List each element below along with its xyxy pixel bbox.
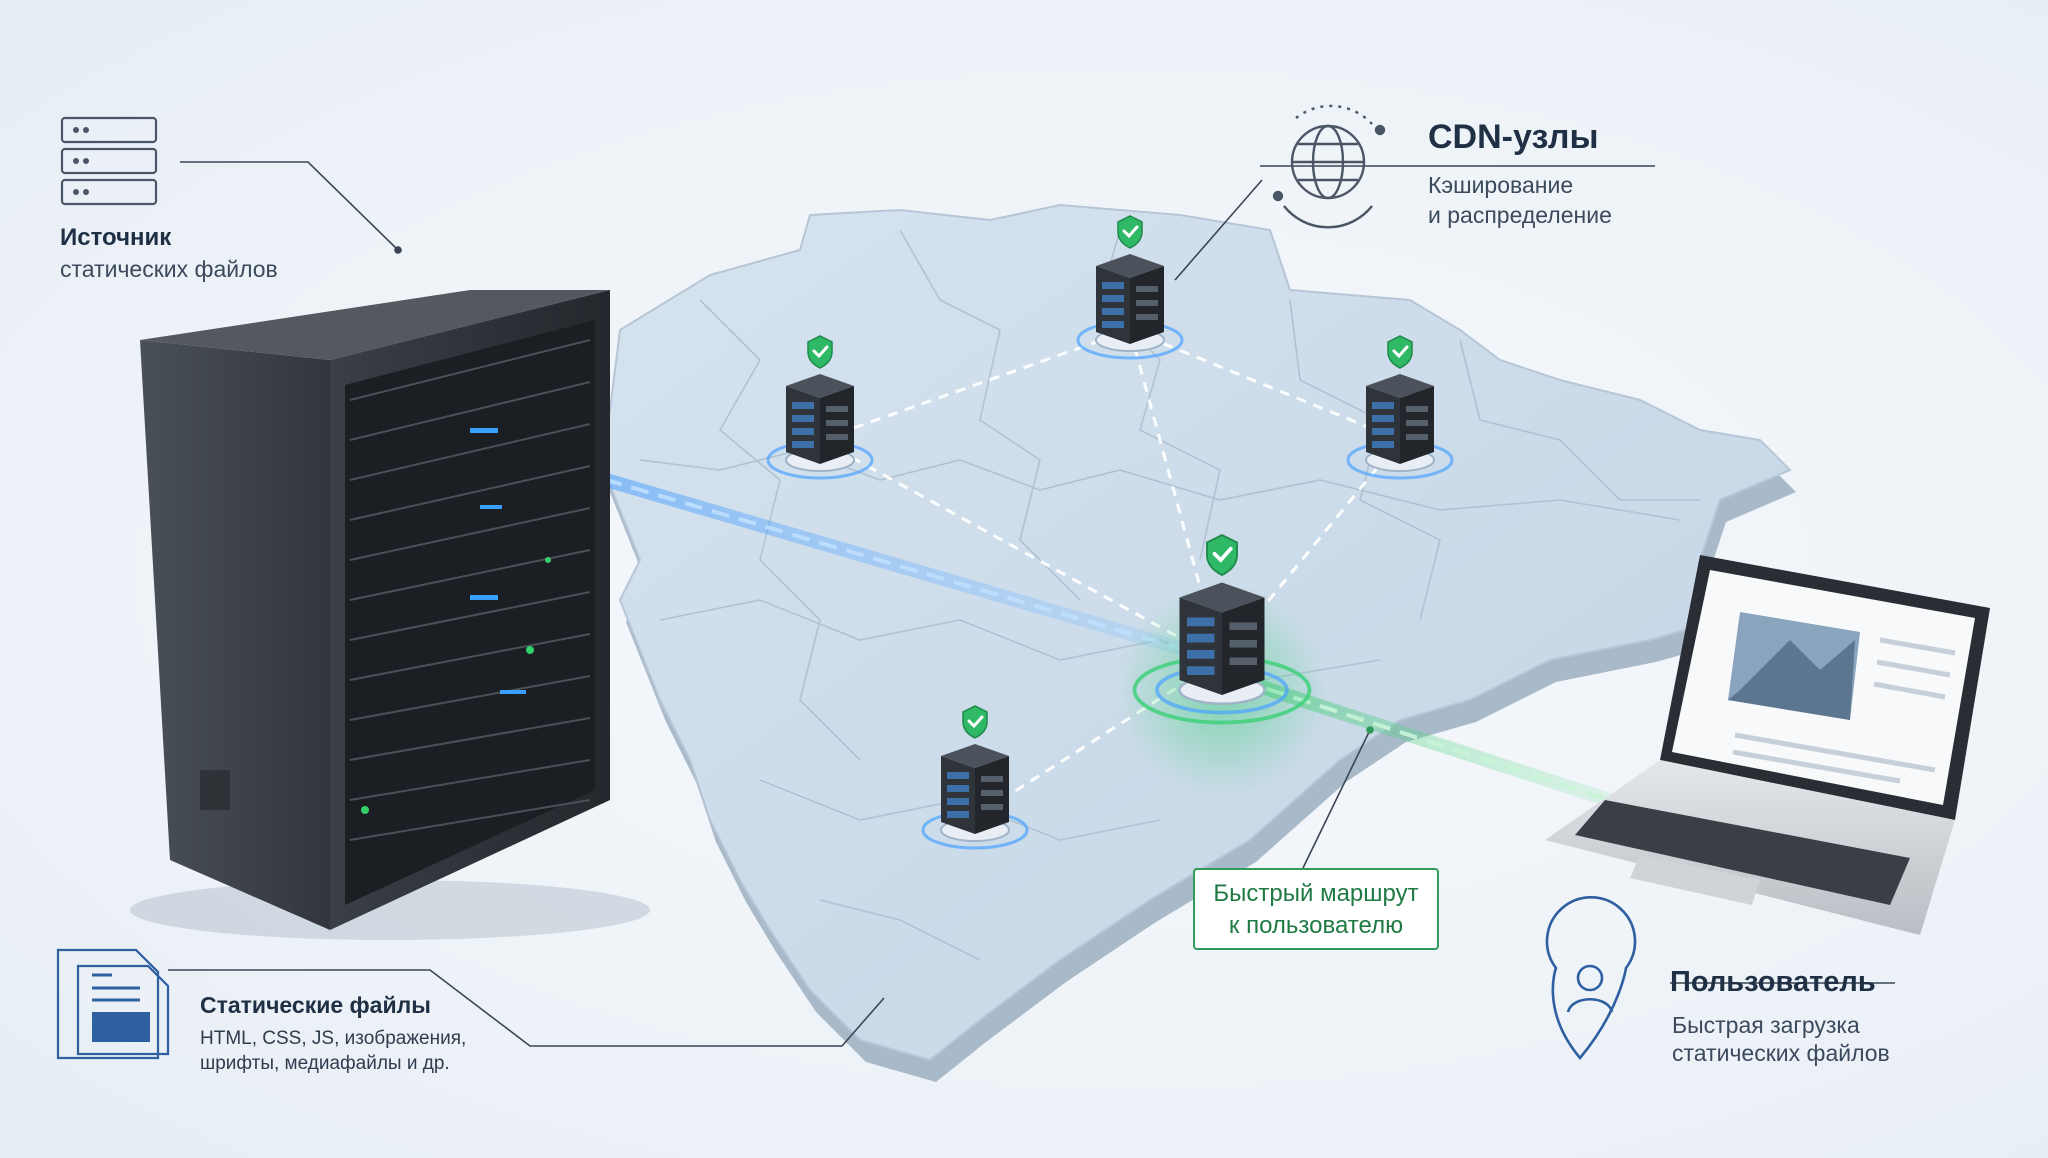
user-line2: статических файлов [1672, 1040, 1890, 1066]
origin-server-rack [130, 290, 650, 940]
globe-icon [1272, 104, 1386, 229]
source-subtitle: статических файлов [60, 256, 278, 282]
user-laptop [1545, 555, 1990, 935]
route-line1: Быстрый маршрут [1213, 880, 1419, 907]
cdn-title: CDN-узлы [1428, 118, 1599, 156]
static-files-title: Статические файлы [200, 992, 431, 1018]
location-pin-user-icon [1545, 896, 1637, 1061]
leader-lines [168, 161, 1895, 1047]
server-stack-icon [60, 116, 158, 206]
route-box: Быстрый маршрут к пользователю [1193, 868, 1439, 950]
user-title: Пользователь [1670, 966, 1876, 998]
user-line1: Быстрая загрузка [1672, 1012, 1860, 1038]
cdn-line1: Кэширование [1428, 172, 1574, 198]
document-icon [56, 948, 170, 1060]
cdn-line2: и распределение [1428, 202, 1612, 228]
static-files-line1: HTML, CSS, JS, изображения, [200, 1028, 467, 1049]
source-title: Источник [60, 224, 172, 251]
cdn-node-main [1115, 533, 1329, 797]
route-line2: к пользователю [1228, 912, 1404, 939]
static-files-line2: шрифты, медиафайлы и др. [200, 1053, 450, 1074]
